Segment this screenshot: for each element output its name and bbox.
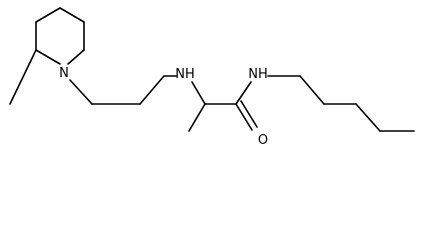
ring-bond-n-c2 [35,49,61,65]
carbonyl-double-bond-a [235,103,253,131]
ring-bond-c6-n [67,49,85,65]
methyl-bond [9,49,37,105]
pentyl-bond-2 [299,75,325,105]
carbonyl-double-bond-b [240,100,258,128]
chain-bond-3 [139,75,165,105]
ring-nitrogen-label: N [59,66,69,81]
carbonyl-oxygen-label: O [258,133,268,148]
ring-bond-c4-c5 [59,7,85,23]
chemical-structure: N NH NH O [9,7,415,148]
propyl-chain [69,75,177,105]
carbonyl-to-amide-n-bond [235,81,252,105]
nh-to-alpha-bond [191,81,206,105]
ring-bond-c3-c4 [35,7,61,23]
amide-nitrogen-label: NH [248,67,268,82]
alanine-core [188,81,258,132]
pentyl-chain [267,75,415,132]
piperidine-ring [35,7,85,65]
amine-nitrogen-label: NH [175,67,195,82]
chain-bond-1 [69,79,93,105]
pentyl-bond-4 [355,103,381,132]
alpha-methyl-bond [188,103,206,132]
